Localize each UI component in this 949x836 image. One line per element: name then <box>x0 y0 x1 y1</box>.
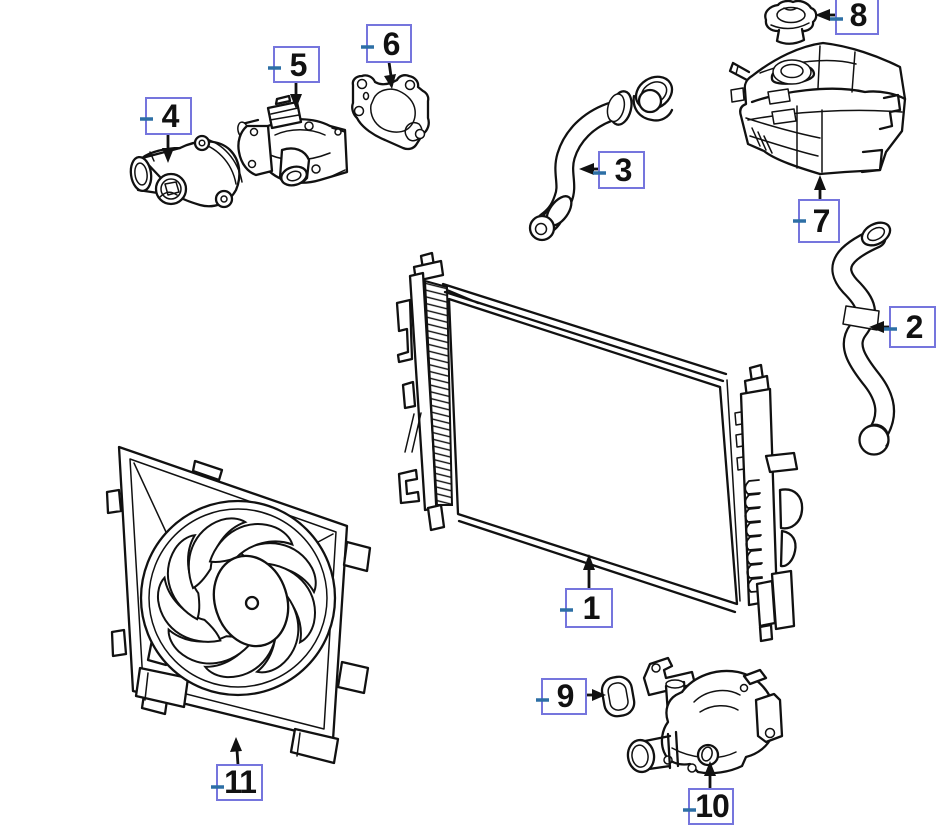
callout-11-number: 11 <box>224 764 256 800</box>
callout-8-box[interactable] <box>835 0 879 35</box>
part-3-upper-hose <box>528 75 674 242</box>
callout-5-number: 5 <box>290 47 307 83</box>
callout-7-arrow <box>814 175 826 200</box>
callout-6-box[interactable] <box>366 24 412 63</box>
callout-3-number: 3 <box>615 152 632 188</box>
callout-10-arrow <box>704 761 716 789</box>
part-4-thermostat-housing <box>129 134 243 209</box>
callout-1-number: 1 <box>583 590 600 626</box>
callout-2-arrow <box>869 321 890 333</box>
callout-8: 8 <box>815 0 879 35</box>
part-1-radiator <box>395 251 804 643</box>
callout-6-arrow <box>384 61 396 89</box>
callout-10-number: 10 <box>695 788 729 824</box>
callout-1: 1 <box>560 554 613 628</box>
callout-9-number: 9 <box>557 678 574 714</box>
callout-9-arrow <box>586 689 606 701</box>
callout-8-arrow <box>815 9 836 21</box>
callout-9-box[interactable] <box>541 678 587 715</box>
callout-5: 5 <box>268 46 320 109</box>
callout-1-box[interactable] <box>565 588 613 628</box>
callout-11: 11 <box>211 737 263 801</box>
callout-1-arrow <box>583 554 595 589</box>
part-11-fan-shroud <box>105 445 372 765</box>
callout-4-box[interactable] <box>145 97 192 135</box>
callout-8-number: 8 <box>850 0 867 33</box>
callout-5-box[interactable] <box>273 46 320 83</box>
callout-3-box[interactable] <box>598 151 645 189</box>
callout-2: 2 <box>869 306 936 348</box>
callout-4-number: 4 <box>162 98 180 134</box>
callout-3-arrow <box>579 163 599 175</box>
callout-10: 10 <box>683 761 734 825</box>
callout-2-box[interactable] <box>889 306 936 348</box>
part-2-reservoir-hose <box>831 221 896 456</box>
callout-6-number: 6 <box>383 26 400 62</box>
callout-7: 7 <box>793 175 840 243</box>
callout-6: 6 <box>361 24 412 89</box>
part-8-reservoir-cap <box>764 0 818 45</box>
part-7-coolant-reservoir <box>728 41 907 176</box>
callout-11-box[interactable] <box>216 764 263 801</box>
callout-2-number: 2 <box>906 309 923 345</box>
part-5-water-outlet <box>237 94 349 187</box>
callout-5-arrow <box>290 82 302 109</box>
part-10-water-pump <box>626 656 784 775</box>
callout-4: 4 <box>140 97 192 163</box>
part-6-water-outlet-gasket <box>351 74 430 151</box>
callout-3: 3 <box>579 151 645 189</box>
part-9-water-pump-seal <box>600 675 636 718</box>
callout-11-arrow <box>230 737 242 766</box>
callout-7-number: 7 <box>813 203 830 239</box>
callout-9: 9 <box>536 678 606 715</box>
callout-10-box[interactable] <box>688 788 734 825</box>
callout-4-arrow <box>162 134 174 163</box>
